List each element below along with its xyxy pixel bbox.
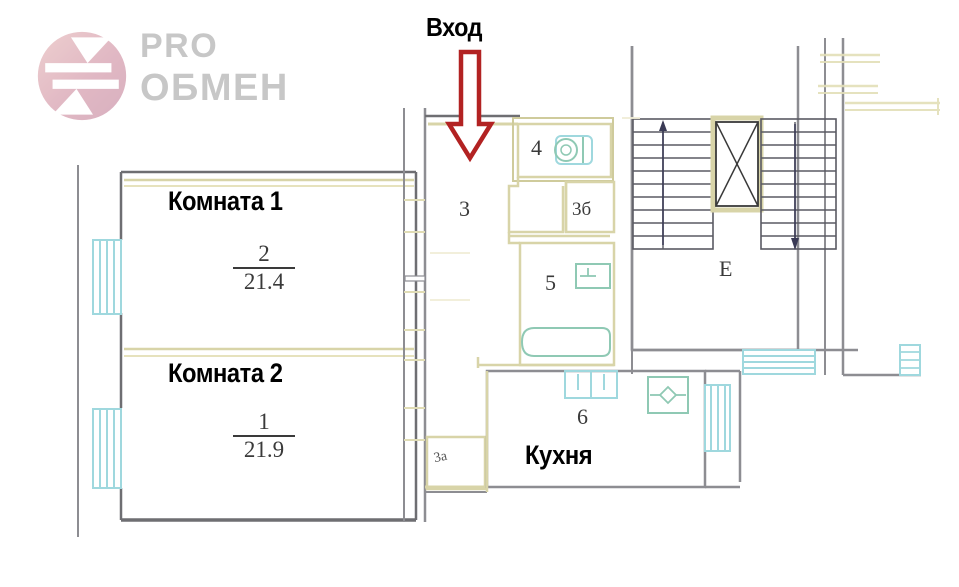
room2-number: 1 [258, 409, 270, 434]
room2-area: 21.9 [243, 436, 285, 462]
corridor-walls [403, 108, 520, 522]
closet-room-3b [564, 180, 616, 234]
fraction-bar [233, 267, 295, 269]
dimension-guide-lines [430, 53, 940, 301]
toilet-fixture-icon [554, 135, 593, 165]
room2-number-area: 1 21.9 [219, 409, 309, 462]
window-kitchen [704, 384, 731, 452]
window-room1 [92, 239, 122, 315]
gas-stove-icon [647, 376, 689, 414]
corridor-number: 3 [459, 196, 470, 221]
elevator-shaft-icon [710, 115, 764, 213]
kitchen-room-6 [485, 369, 731, 492]
bathroom-number: 5 [545, 270, 556, 295]
wc-number: 4 [531, 135, 542, 160]
fraction-bar [233, 435, 295, 437]
room2-caption: Комната 2 [168, 358, 283, 388]
window-stairwell-landing [742, 349, 816, 375]
room1-area: 21.4 [243, 268, 285, 294]
window-room2 [92, 408, 122, 489]
room1-caption: Комната 1 [168, 186, 283, 216]
left-rooms-partitions [124, 178, 414, 357]
bathroom-room-5 [476, 241, 616, 368]
entrance-label: Вход [426, 12, 483, 42]
sink-fixture-icon [575, 263, 611, 289]
stair-flight-up [632, 118, 714, 250]
bathtub-fixture-icon [520, 327, 611, 357]
right-hallway-walls [631, 350, 742, 489]
window-stairwell-right [899, 344, 921, 376]
room1-number: 2 [258, 241, 270, 266]
closet-3b-number: 3б [572, 199, 592, 220]
room1-number-area: 2 21.4 [219, 241, 309, 294]
stair-flight-down [760, 118, 837, 250]
entrance-arrow-icon [444, 49, 496, 163]
stairwell-block [630, 38, 921, 377]
stairwell-label: Е [719, 256, 733, 281]
kitchen-sink-icon [564, 370, 618, 399]
kitchen-caption: Кухня [525, 440, 593, 470]
corridor-inner-partitions [507, 177, 610, 245]
kitchen-number: 6 [577, 404, 588, 429]
left-rooms-walls [77, 165, 418, 537]
wc-room-4 [512, 117, 614, 182]
